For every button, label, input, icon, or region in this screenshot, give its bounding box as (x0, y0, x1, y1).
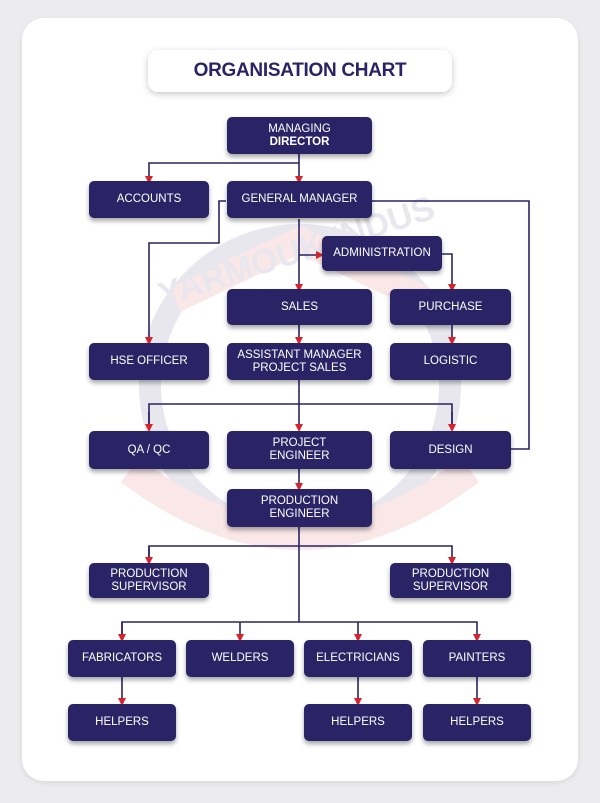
node-production-engineer-line2: ENGINEER (269, 508, 330, 520)
node-sales-label: SALES (280, 300, 319, 313)
node-hse-officer-label: HSE OFFICER (110, 355, 188, 367)
node-production-engineer-line1: PRODUCTION (260, 495, 339, 507)
node-helpers-painters-label: HELPERS (450, 716, 504, 728)
node-electricians: ELECTRICIANS (304, 640, 412, 677)
node-sales: SALES (227, 289, 372, 325)
node-project-engineer-line1: PROJECT (272, 437, 327, 449)
node-purchase-label: PURCHASE (418, 300, 483, 313)
node-administration: ADMINISTRATION (322, 236, 442, 271)
node-production-supervisor-left-line2: SUPERVISOR (111, 580, 187, 593)
node-accounts: ACCOUNTS (89, 181, 209, 218)
node-general-manager-label: GENERAL MANAGER (241, 193, 358, 205)
node-painters-label: PAINTERS (448, 652, 506, 664)
node-fabricators: FABRICATORS (68, 640, 176, 677)
node-hse-officer: HSE OFFICER (89, 343, 209, 380)
node-welders-label: WELDERS (211, 652, 269, 664)
node-accounts-label: ACCOUNTS (116, 193, 182, 205)
node-assistant-manager-line2: PROJECT SALES (252, 361, 347, 374)
node-qa-qc-label: QA / QC (127, 443, 171, 456)
node-production-supervisor-right: PRODUCTION SUPERVISOR (390, 563, 511, 598)
node-general-manager: GENERAL MANAGER (227, 181, 372, 218)
node-helpers-fabricators-label: HELPERS (95, 716, 149, 728)
node-logistic: LOGISTIC (390, 343, 511, 380)
node-project-engineer-line2: ENGINEER (269, 450, 330, 462)
node-logistic-label: LOGISTIC (423, 355, 478, 367)
node-helpers-electricians-label: HELPERS (331, 716, 385, 728)
node-helpers-fabricators: HELPERS (68, 704, 176, 741)
node-administration-label: ADMINISTRATION (333, 247, 431, 259)
chart-title-box: ORGANISATION CHART (148, 50, 452, 92)
node-assistant-manager-line1: ASSISTANT MANAGER (237, 348, 362, 361)
node-production-supervisor-left-line1: PRODUCTION (110, 567, 188, 580)
node-production-engineer: PRODUCTION ENGINEER (227, 489, 372, 527)
node-painters: PAINTERS (423, 640, 531, 677)
node-purchase: PURCHASE (390, 289, 511, 325)
node-production-supervisor-right-line1: PRODUCTION (411, 567, 490, 580)
node-helpers-painters: HELPERS (423, 704, 531, 741)
node-electricians-label: ELECTRICIANS (316, 652, 400, 664)
node-fabricators-label: FABRICATORS (81, 652, 163, 664)
node-welders: WELDERS (186, 640, 294, 677)
node-production-supervisor-left: PRODUCTION SUPERVISOR (89, 563, 209, 598)
node-production-supervisor-right-line2: SUPERVISOR (412, 580, 489, 593)
node-qa-qc: QA / QC (89, 431, 209, 469)
chart-title: ORGANISATION CHART (193, 60, 407, 81)
node-design: DESIGN (390, 431, 511, 469)
node-managing-director-line1: MANAGING (268, 122, 331, 135)
node-helpers-electricians: HELPERS (304, 704, 412, 741)
node-managing-director: MANAGING DIRECTOR (227, 117, 372, 154)
node-managing-director-line2: DIRECTOR (269, 135, 330, 148)
node-project-engineer: PROJECT ENGINEER (227, 431, 372, 469)
node-design-label: DESIGN (428, 443, 473, 456)
node-assistant-manager: ASSISTANT MANAGER PROJECT SALES (227, 343, 372, 380)
